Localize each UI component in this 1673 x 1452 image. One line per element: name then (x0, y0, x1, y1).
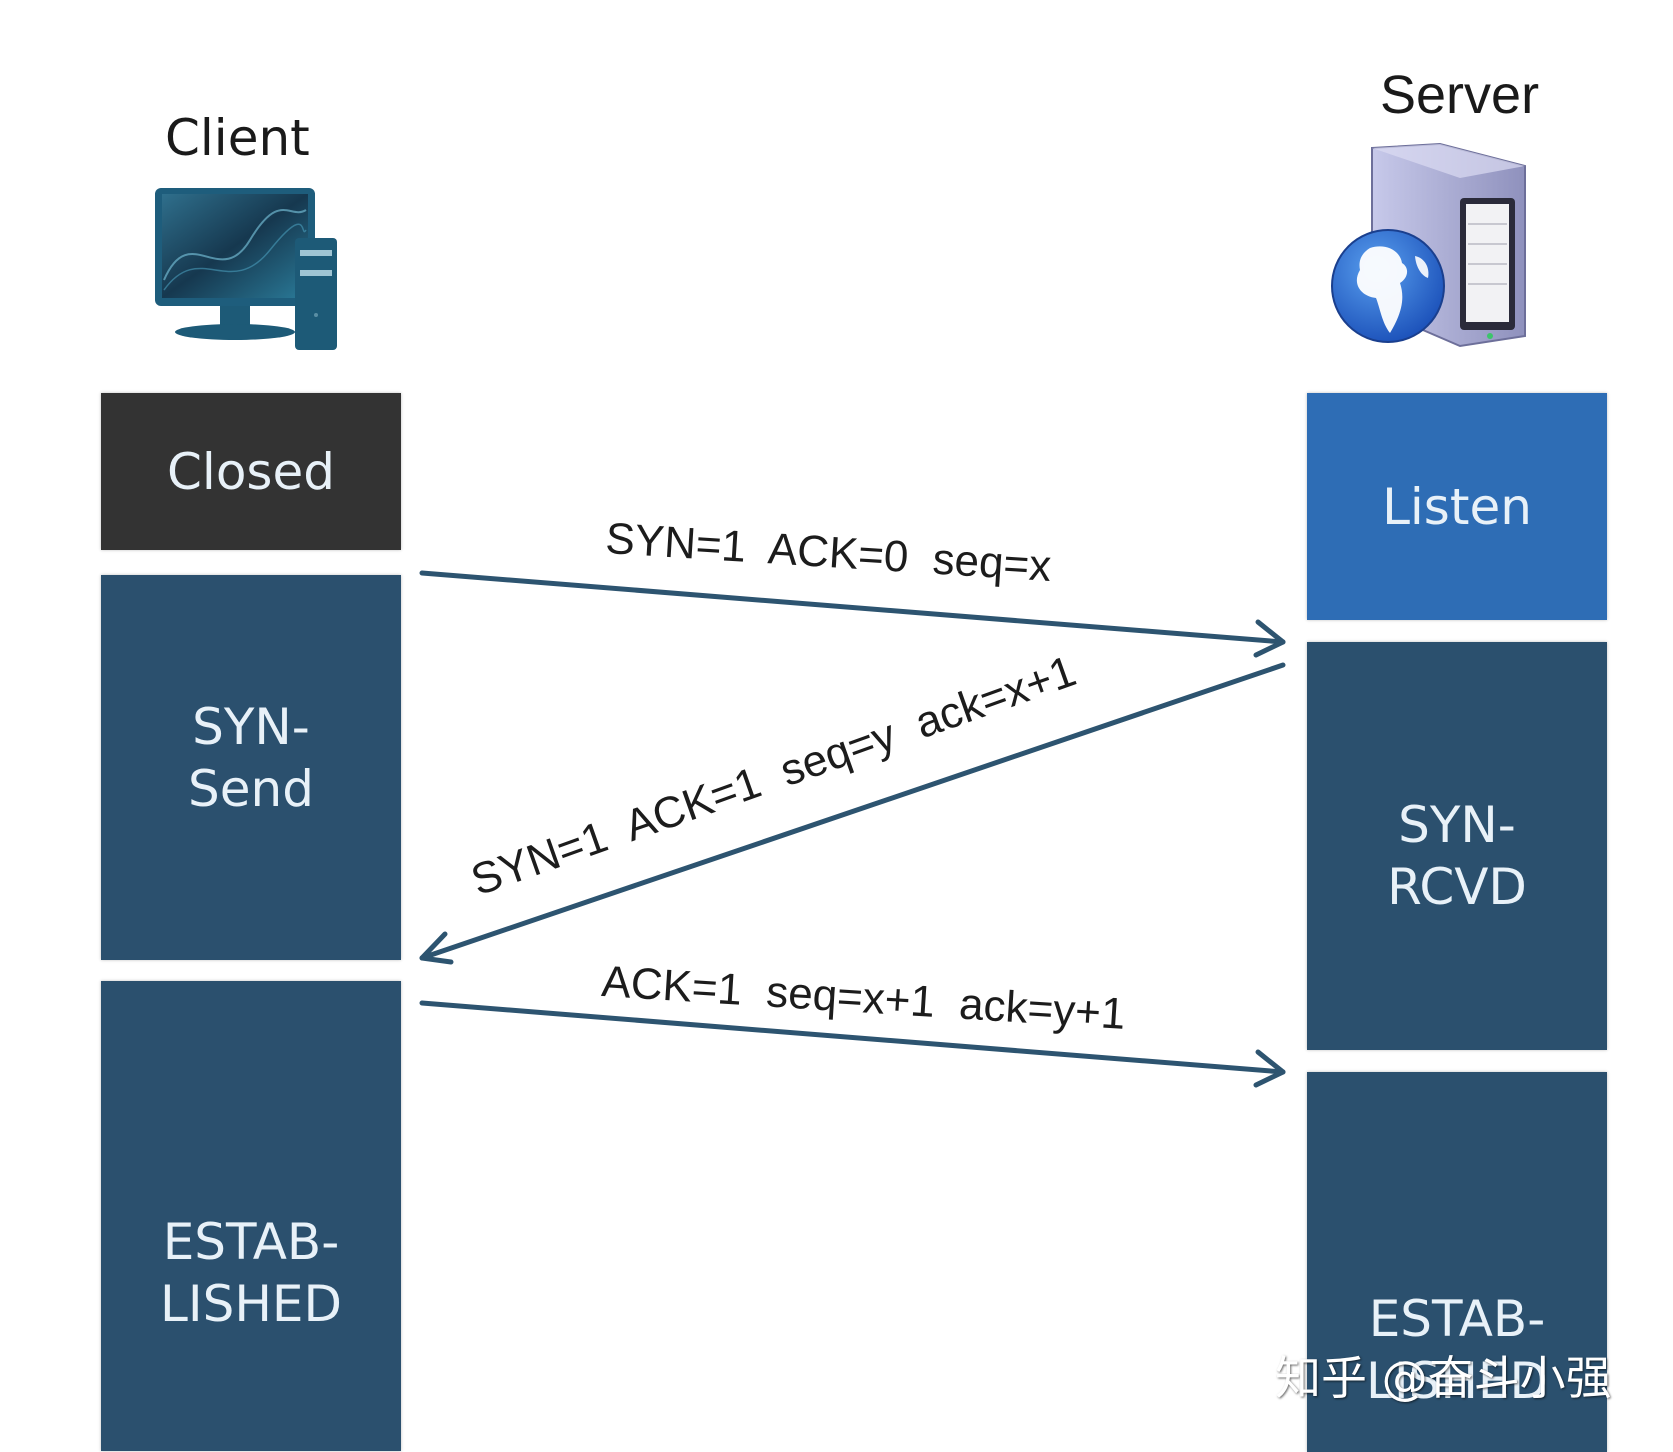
state-text: Send (188, 759, 314, 818)
arrow-syn-ack (419, 662, 1286, 965)
server-label: Server (1380, 65, 1540, 125)
server-state-listen: Listen (1307, 393, 1607, 620)
client-label: Client (165, 109, 310, 167)
client-state-established: ESTAB- LISHED (101, 981, 401, 1451)
server-globe-icon (1330, 138, 1540, 348)
arrow-syn (419, 570, 1286, 658)
state-text: ESTAB- (162, 1213, 340, 1271)
client-state-syn-send: SYN- Send (101, 575, 401, 960)
arrow-ack (419, 1000, 1286, 1088)
state-text: LISHED (159, 1275, 343, 1333)
state-text: ESTAB- (1368, 1290, 1546, 1348)
state-text: SYN- (1398, 796, 1516, 854)
watermark: 知乎 @奋斗小强 (1275, 1351, 1612, 1405)
server-state-established: ESTAB- LISHED (1307, 1072, 1607, 1452)
state-text: SYN- (192, 697, 310, 756)
client-state-closed: Closed (101, 393, 401, 550)
state-text: Closed (167, 442, 335, 501)
state-text: Listen (1382, 477, 1532, 536)
state-text: LISHED (1365, 1352, 1549, 1410)
state-text: RCVD (1387, 858, 1527, 916)
server-state-syn-rcvd: SYN- RCVD (1307, 642, 1607, 1050)
desktop-computer-icon (150, 180, 350, 355)
